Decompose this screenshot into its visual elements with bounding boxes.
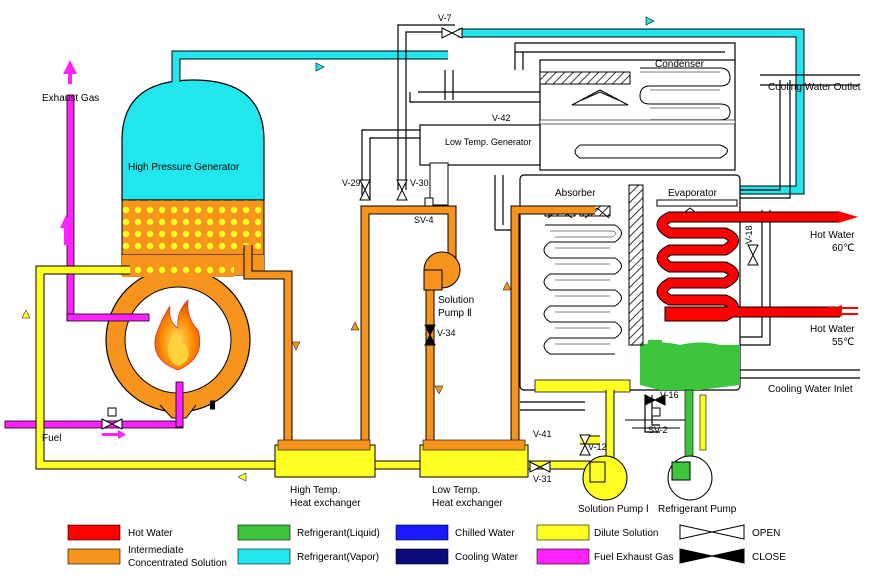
legend-label-open: OPEN bbox=[752, 528, 780, 539]
high-pressure-generator bbox=[105, 79, 265, 419]
cooling-in-label: Cooling Water Inlet bbox=[768, 384, 853, 395]
exhaust-gas-label: Exhaust Gas bbox=[42, 93, 99, 104]
legend-swatch-ref-vapor bbox=[237, 548, 291, 565]
high-temp-heat-exchanger bbox=[274, 439, 376, 478]
low-temp-generator bbox=[419, 124, 541, 206]
v34-label: V-34 bbox=[437, 328, 456, 338]
fuel-label: Fuel bbox=[42, 433, 61, 444]
exhaust-pipe bbox=[60, 60, 150, 322]
valve-v7 bbox=[441, 27, 463, 39]
legend-label-chilled: Chilled Water bbox=[455, 528, 515, 539]
lte-label-2: Heat exchanger bbox=[432, 498, 503, 509]
v30-label: V-30 bbox=[410, 178, 429, 188]
refrigerant-liquid-pipes bbox=[667, 389, 713, 501]
legend-label-dilute: Dilute Solution bbox=[594, 528, 658, 539]
legend-swatch-dilute bbox=[536, 524, 590, 541]
valve-fuel bbox=[101, 407, 123, 430]
valve-v18 bbox=[747, 244, 759, 266]
closed-valve-icon bbox=[679, 548, 745, 564]
hot-water-55-label: Hot Water bbox=[810, 324, 855, 335]
hot-water-coil bbox=[656, 211, 858, 322]
evaporator-label: Evaporator bbox=[668, 188, 718, 199]
hot-water-60-label: Hot Water bbox=[810, 230, 855, 241]
low-temp-heat-exchanger bbox=[419, 439, 529, 478]
v12-label: V-12 bbox=[588, 442, 607, 452]
hot-water-60-temp: 60℃ bbox=[832, 243, 854, 254]
v41-label: V-41 bbox=[533, 429, 552, 439]
valve-sv2 bbox=[651, 407, 661, 417]
legend-swatch-cooling bbox=[395, 548, 449, 565]
solution-pump1-label: Solution Pump Ⅰ bbox=[578, 504, 649, 515]
legend-swatch-concentrated bbox=[67, 548, 121, 565]
valve-v12 bbox=[579, 434, 591, 456]
valve-v29 bbox=[359, 179, 371, 201]
v42-label: V-42 bbox=[492, 113, 511, 123]
ltg-label: Low Temp. Generator bbox=[445, 137, 531, 147]
hpg-label: High Pressure Generator bbox=[128, 162, 240, 173]
legend-swatch-hot-water bbox=[67, 524, 121, 541]
flow-arrows bbox=[21, 281, 512, 482]
condenser bbox=[539, 59, 736, 171]
valve-v31 bbox=[529, 461, 551, 473]
fuel-pipe bbox=[4, 381, 184, 439]
legend-label-concentrated-1: Intermediate bbox=[128, 545, 184, 556]
legend-swatch-chilled bbox=[395, 524, 449, 541]
valve-v30 bbox=[396, 179, 408, 201]
open-valve-icon bbox=[679, 524, 745, 540]
valve-sv4 bbox=[424, 197, 434, 207]
legend-swatch-exhaust bbox=[536, 548, 590, 565]
legend-label-concentrated-2: Concentrated Solution bbox=[128, 558, 227, 569]
legend: Hot Water Intermediate Concentrated Solu… bbox=[67, 524, 786, 569]
condenser-label: Condenser bbox=[655, 59, 705, 70]
cooling-out-label: Cooling Water Outlet bbox=[768, 82, 861, 93]
hte-label-1: High Temp. bbox=[290, 485, 340, 496]
v18-label: V-18 bbox=[744, 225, 754, 244]
legend-label-cooling: Cooling Water bbox=[455, 552, 519, 563]
valve-v16 bbox=[644, 394, 666, 406]
labels: Exhaust Gas High Pressure Generator Fuel… bbox=[42, 13, 861, 515]
legend-label-close: CLOSE bbox=[752, 552, 786, 563]
hot-water-out-arrow bbox=[838, 211, 858, 223]
solution-pump2-label: Solution bbox=[438, 295, 474, 306]
solution-pump-2 bbox=[423, 251, 461, 291]
legend-label-ref-liquid: Refrigerant(Liquid) bbox=[297, 528, 380, 539]
v31-label: V-31 bbox=[533, 474, 552, 484]
sv4-label: SV-4 bbox=[414, 215, 434, 225]
internal-pipes bbox=[361, 24, 860, 433]
refrigerant-pump-label: Refrigerant Pump bbox=[658, 504, 737, 515]
sv2-label: SV-2 bbox=[648, 425, 668, 435]
concentrated-pipes bbox=[210, 205, 595, 445]
v7-label: V-7 bbox=[438, 13, 452, 23]
v29-label: V-29 bbox=[342, 178, 361, 188]
hte-label-2: Heat exchanger bbox=[290, 498, 361, 509]
legend-swatch-ref-liquid bbox=[237, 524, 291, 541]
absorber-label: Absorber bbox=[555, 188, 596, 199]
legend-label-exhaust: Fuel Exhaust Gas bbox=[594, 552, 673, 563]
hot-water-55-temp: 55℃ bbox=[832, 337, 854, 348]
legend-label-hot-water: Hot Water bbox=[128, 528, 173, 539]
solution-pump2-label-2: Pump Ⅱ bbox=[438, 308, 472, 319]
legend-label-ref-vapor: Refrigerant(Vapor) bbox=[297, 552, 379, 563]
valve-v34 bbox=[424, 324, 436, 346]
lte-label-1: Low Temp. bbox=[432, 485, 480, 496]
solution-pump-1 bbox=[582, 455, 628, 501]
v16-label: V-16 bbox=[660, 390, 679, 400]
valves bbox=[101, 27, 759, 473]
